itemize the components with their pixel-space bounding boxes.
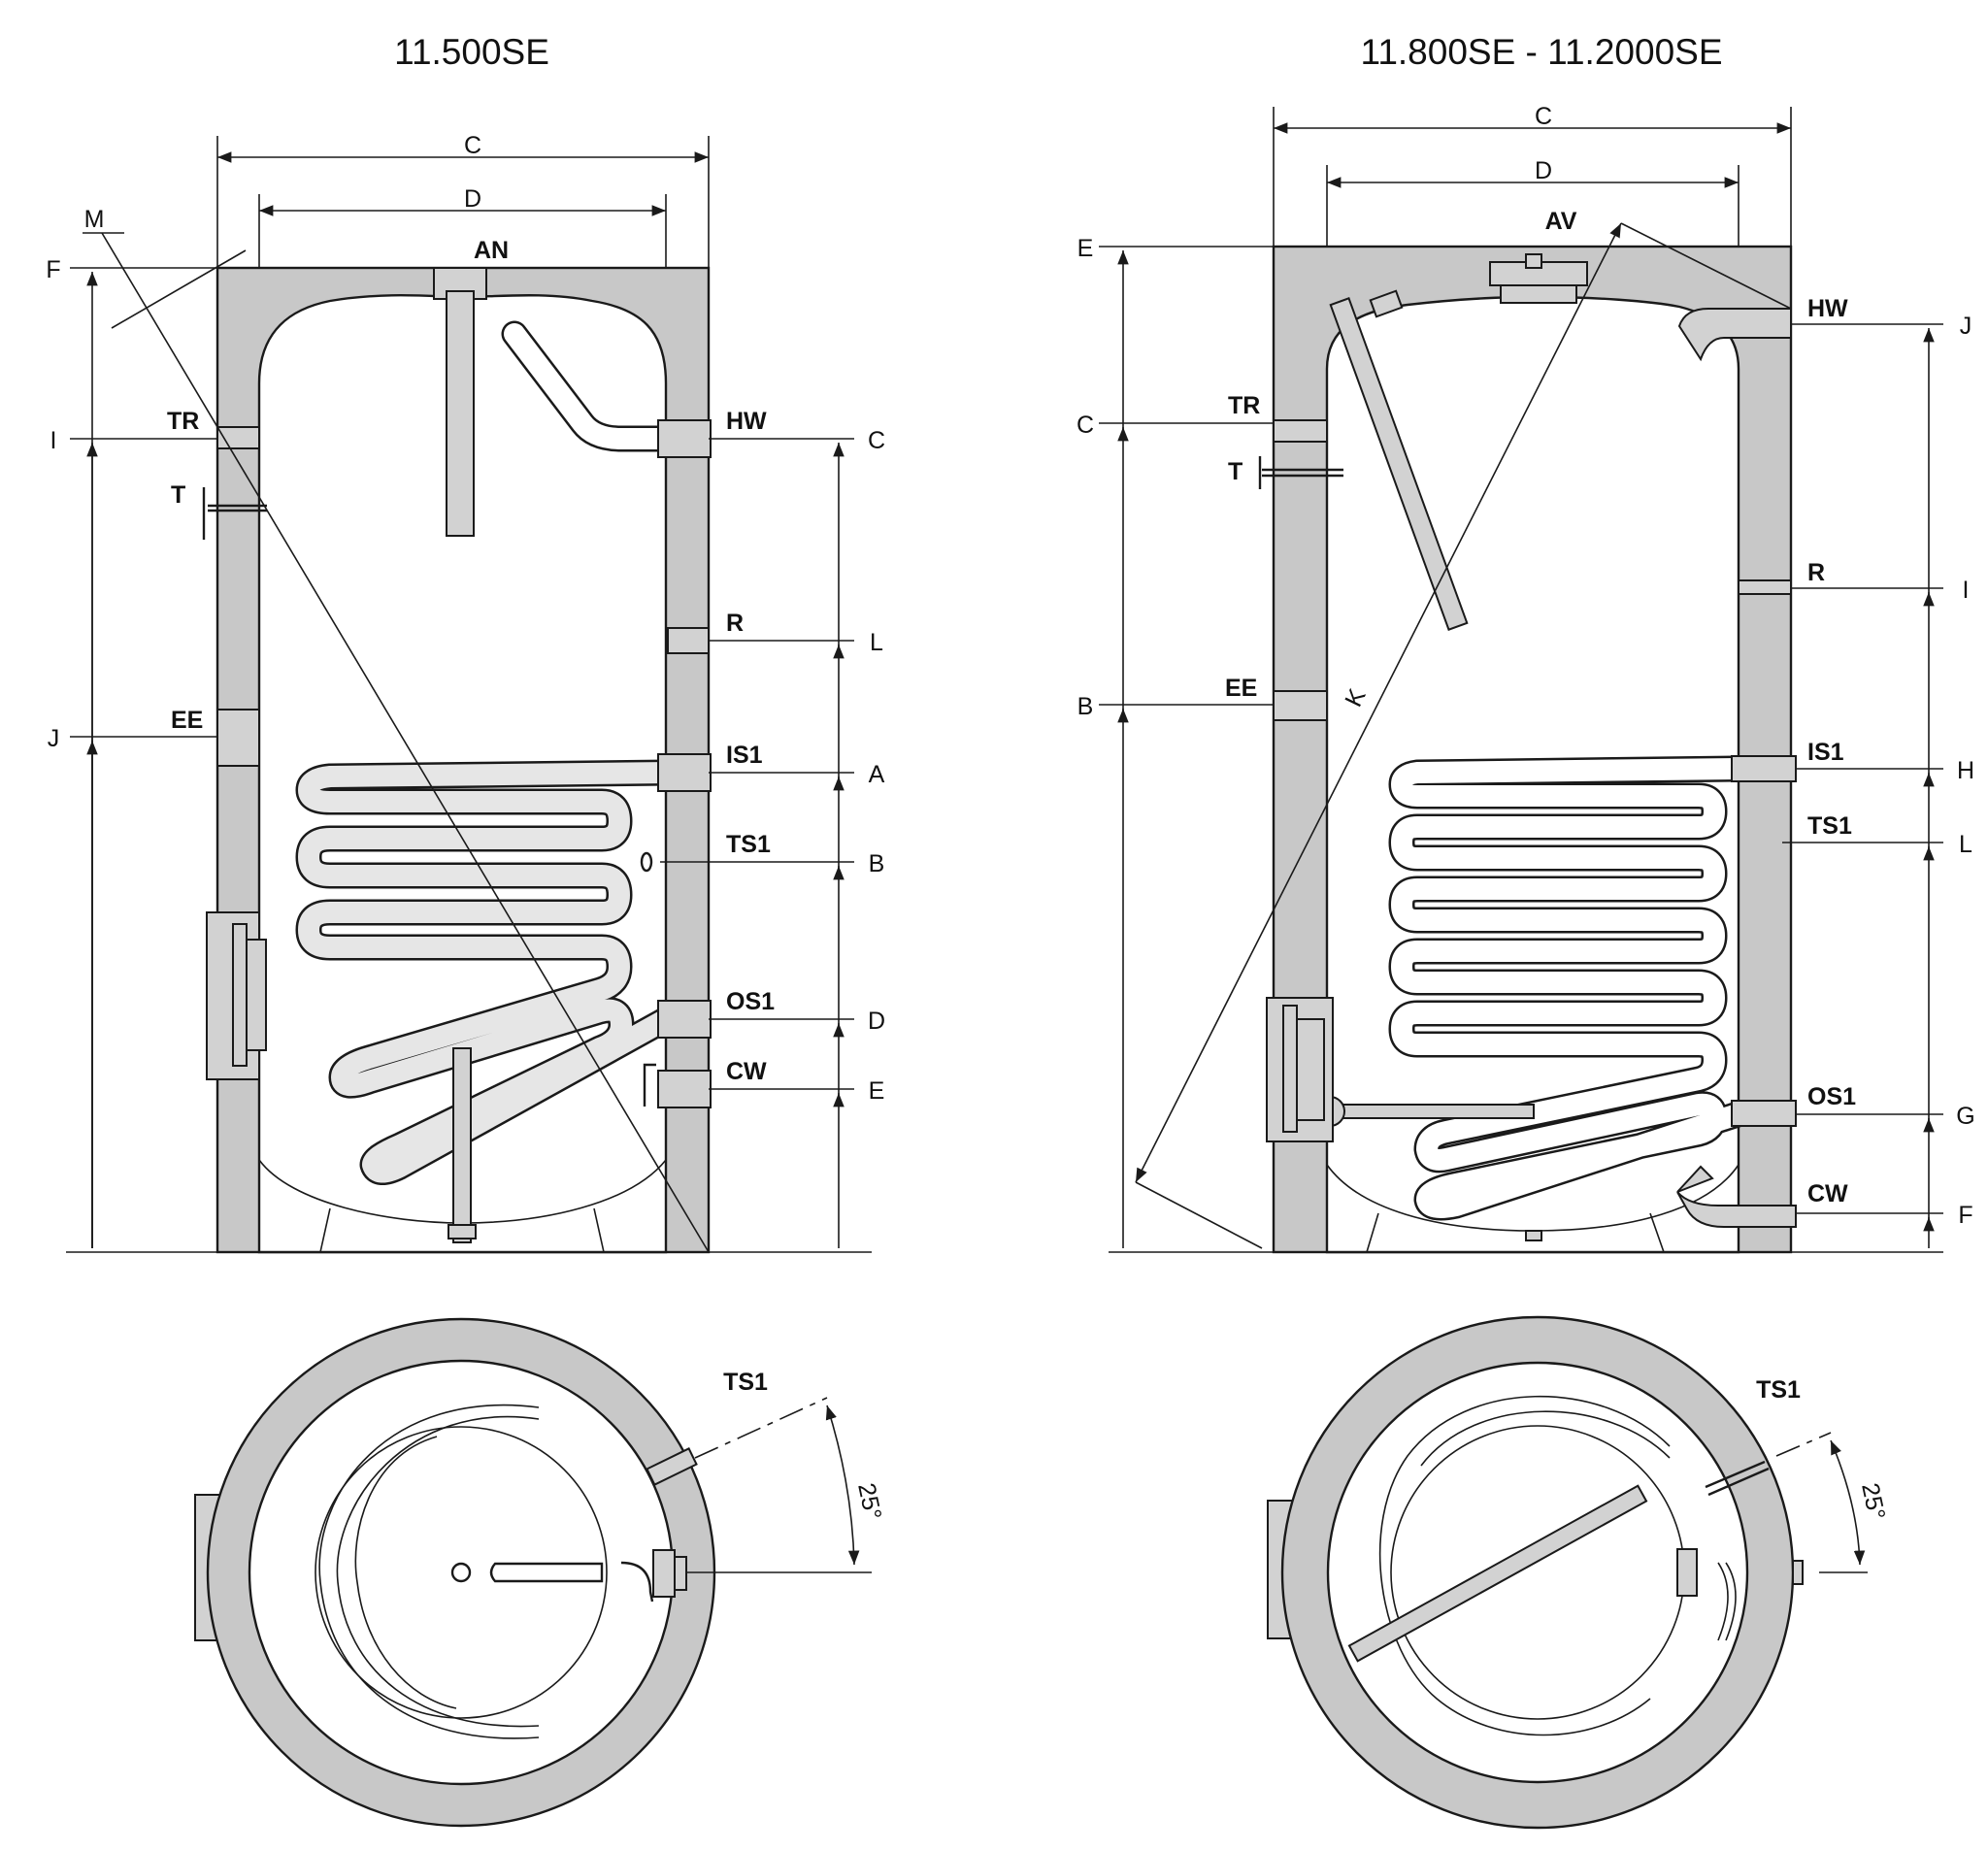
right-label-tr: TR xyxy=(1228,392,1260,419)
left-label-ts1: TS1 xyxy=(726,831,771,858)
right-is1-port xyxy=(1731,755,1797,782)
left-anode-rod xyxy=(446,290,475,537)
right-label-hw: HW xyxy=(1807,295,1848,322)
left-label-cw: CW xyxy=(726,1058,767,1085)
right-drain-rod xyxy=(1339,1104,1535,1119)
right-dim-g: G xyxy=(1956,1103,1974,1130)
left-label-t: T xyxy=(171,481,185,509)
left-drain-rod xyxy=(452,1047,472,1243)
right-dim-h: H xyxy=(1957,757,1974,784)
left-is1-port xyxy=(657,753,712,792)
right-r-port xyxy=(1738,579,1792,595)
left-dim-j: J xyxy=(48,725,60,752)
right-dim-c-left: C xyxy=(1077,412,1094,439)
right-label-os1: OS1 xyxy=(1807,1083,1856,1110)
right-label-ee: EE xyxy=(1225,675,1257,702)
right-title: 11.800SE - 11.2000SE xyxy=(1360,32,1722,72)
right-ee-port xyxy=(1273,690,1328,721)
right-tr-port xyxy=(1273,419,1328,443)
left-label-tr: TR xyxy=(167,408,199,435)
left-dim-d-right: D xyxy=(868,1008,885,1035)
left-dim-d-top: D xyxy=(464,185,481,213)
right-top-ts1: TS1 xyxy=(1756,1376,1801,1404)
left-dim-a: A xyxy=(869,761,885,788)
left-dim-i: I xyxy=(50,427,57,454)
right-dim-i: I xyxy=(1963,577,1970,604)
left-dim-l: L xyxy=(870,629,883,656)
right-cw-pipe xyxy=(1676,1165,1797,1228)
right-dim-c-top: C xyxy=(1535,103,1552,130)
right-dim-d-top: D xyxy=(1535,157,1552,184)
left-top-view: TS1 25° xyxy=(194,1317,886,1828)
left-top-angle: 25° xyxy=(852,1480,886,1522)
left-cw-port xyxy=(657,1070,712,1108)
left-title: 11.500SE xyxy=(394,32,549,72)
right-hw-pipe xyxy=(1677,308,1792,362)
right-dim-f: F xyxy=(1958,1202,1972,1229)
right-label-r: R xyxy=(1807,559,1825,586)
right-dim-j: J xyxy=(1960,313,1972,340)
right-label-is1: IS1 xyxy=(1807,739,1844,766)
left-label-os1: OS1 xyxy=(726,988,775,1015)
left-dim-m: M xyxy=(84,206,105,233)
left-dim-b: B xyxy=(869,850,885,877)
right-label-ts1: TS1 xyxy=(1807,812,1852,840)
right-top-view: TS1 25° xyxy=(1267,1315,1890,1830)
right-os1-port xyxy=(1731,1100,1797,1127)
right-label-t: T xyxy=(1228,458,1242,485)
right-label-av: AV xyxy=(1545,208,1577,235)
left-label-hw: HW xyxy=(726,408,767,435)
right-dim-e: E xyxy=(1077,235,1094,262)
left-dim-c-right: C xyxy=(868,427,885,454)
left-model: 11.500SE C D AN HW TR T xyxy=(46,32,886,1828)
left-os1-port xyxy=(657,1000,712,1039)
right-top-angle: 25° xyxy=(1856,1480,1890,1522)
right-dim-b: B xyxy=(1077,693,1094,720)
right-label-cw: CW xyxy=(1807,1180,1848,1207)
left-r-port xyxy=(667,627,710,654)
left-dim-e: E xyxy=(869,1077,885,1105)
left-label-is1: IS1 xyxy=(726,742,763,769)
left-dim-c-top: C xyxy=(464,132,481,159)
right-model: 11.800SE - 11.2000SE C D AV HW TR xyxy=(1077,32,1975,1830)
left-label-ee: EE xyxy=(171,707,203,734)
left-label-an: AN xyxy=(474,237,509,264)
left-ee-port xyxy=(216,709,260,767)
left-hw-port xyxy=(657,419,712,458)
left-top-ts1: TS1 xyxy=(723,1369,768,1396)
right-top-anode xyxy=(1347,1484,1648,1663)
right-dim-l: L xyxy=(1959,831,1972,858)
left-label-r: R xyxy=(726,610,744,637)
left-dim-f: F xyxy=(46,256,60,283)
